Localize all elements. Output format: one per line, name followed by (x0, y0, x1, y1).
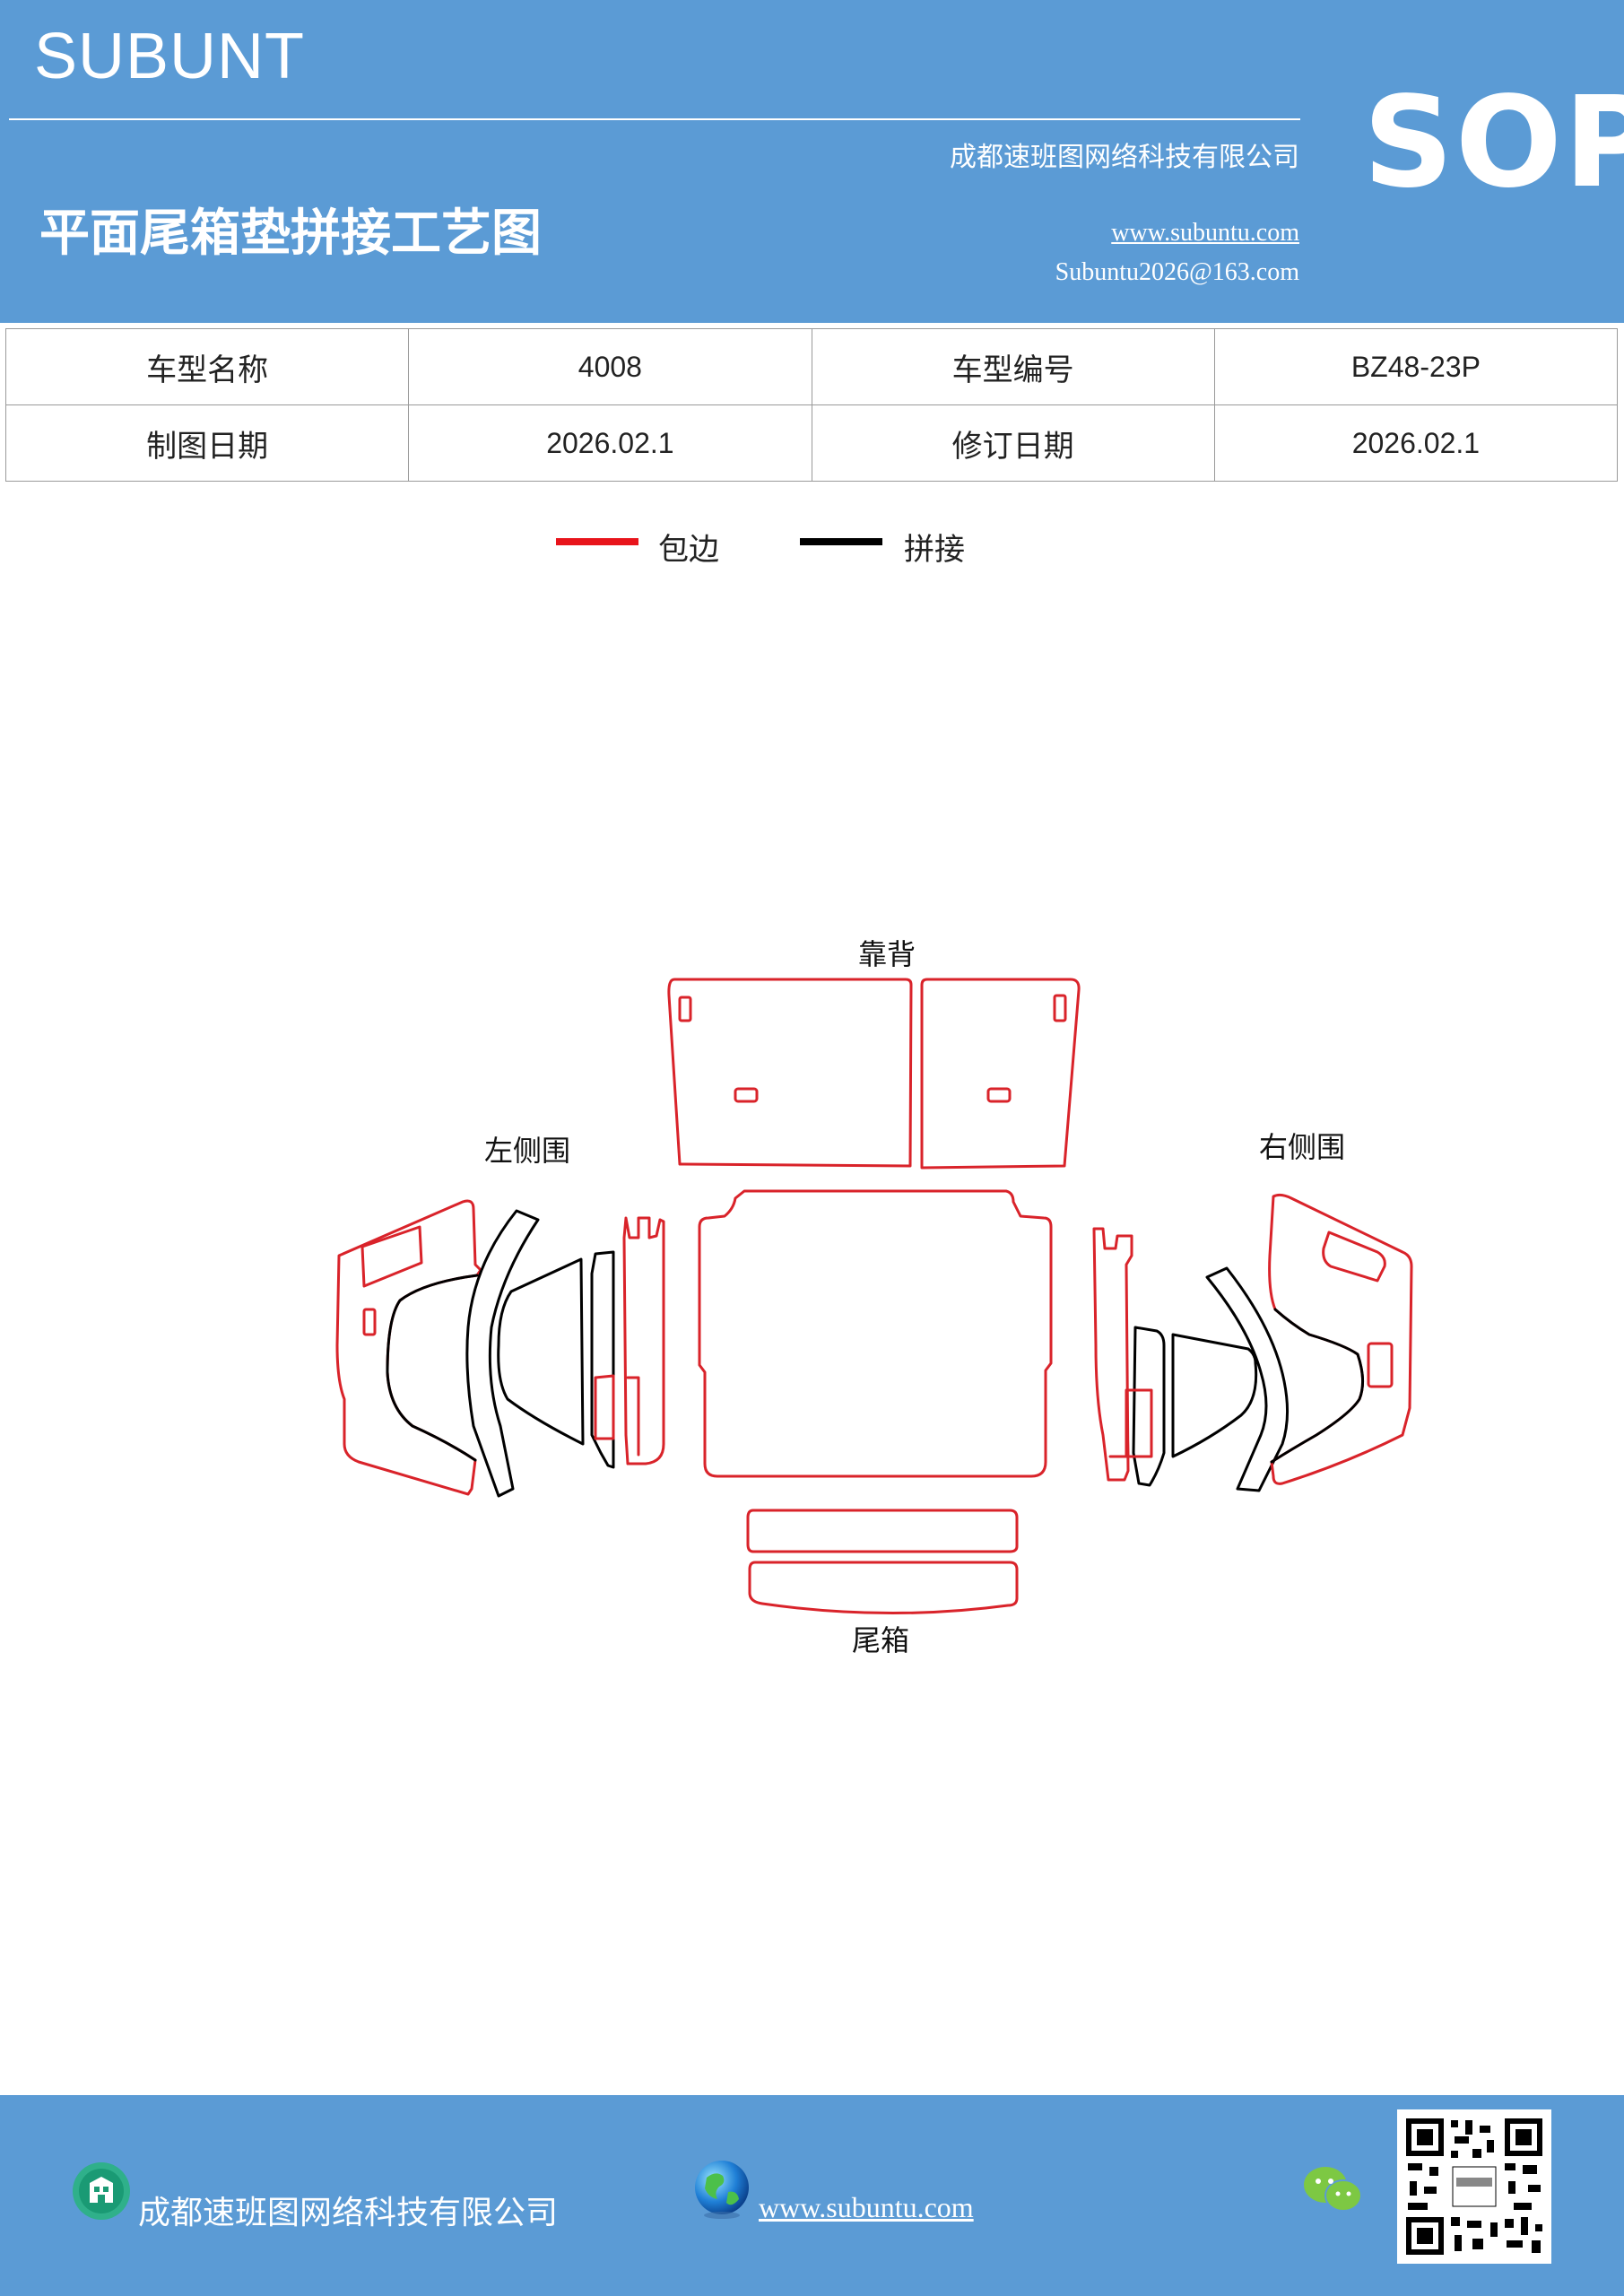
revise-date-label: 修订日期 (811, 404, 1215, 482)
draw-date-label: 制图日期 (4, 404, 410, 482)
wechat-icon[interactable] (1302, 2163, 1365, 2217)
trunk-strip-upper (746, 1509, 1019, 1553)
document-title: 平面尾箱垫拼接工艺图 (39, 204, 542, 263)
building-icon (73, 2162, 130, 2220)
left-side-triangle-piece (497, 1257, 585, 1446)
header-divider (9, 118, 1300, 120)
company-name: 成都速班图网络科技有限公司 (950, 142, 1299, 173)
sop-badge: SOP (1363, 70, 1624, 216)
revise-date-value: 2026.02.1 (1213, 404, 1619, 482)
table-row: 制图日期 2026.02.1 修订日期 2026.02.1 (4, 404, 1619, 482)
right-side-label: 右侧围 (1259, 1130, 1345, 1164)
model-code-value: BZ48-23P (1213, 328, 1619, 405)
globe-icon (695, 2161, 749, 2219)
footer-website-link[interactable]: www.subuntu.com (759, 2191, 974, 2223)
email-address: Subuntu2026@163.com (1055, 258, 1299, 286)
qr-code (1397, 2109, 1551, 2264)
info-table: 车型名称 4008 车型编号 BZ48-23P 制图日期 2026.02.1 修… (4, 328, 1619, 482)
right-side-curved-piece (1205, 1266, 1290, 1492)
floor-main-piece (698, 1189, 1053, 1478)
backrest-left-piece (667, 978, 913, 1168)
trunk-strip-lower (748, 1561, 1019, 1615)
left-side-pillar-piece (622, 1216, 665, 1465)
legend-edge-swatch (556, 538, 638, 545)
right-side-pillar-piece (1092, 1227, 1133, 1482)
trunk-label: 尾箱 (852, 1623, 909, 1657)
right-side-strip-piece (1125, 1326, 1166, 1487)
brand-name: SUBUNT (34, 21, 306, 92)
backrest-right-piece (920, 978, 1081, 1170)
right-side-outer-piece (1268, 1193, 1413, 1485)
legend-seam-swatch (800, 538, 882, 545)
header-banner: SUBUNT 成都速班图网络科技有限公司 平面尾箱垫拼接工艺图 www.subu… (0, 0, 1624, 323)
footer-company-name: 成都速班图网络科技有限公司 (138, 2195, 559, 2231)
draw-date-value: 2026.02.1 (408, 404, 812, 482)
website-link[interactable]: www.subuntu.com (1111, 219, 1299, 247)
right-side-triangle-piece (1171, 1333, 1258, 1458)
table-row: 车型名称 4008 车型编号 BZ48-23P (4, 328, 1619, 405)
left-side-label: 左侧围 (484, 1134, 570, 1168)
left-side-strip-piece (590, 1250, 615, 1469)
legend: 包边 拼接 (0, 525, 1624, 570)
model-name-value: 4008 (408, 328, 812, 405)
model-name-label: 车型名称 (4, 328, 410, 405)
legend-edge-label: 包边 (658, 532, 719, 568)
model-code-label: 车型编号 (811, 328, 1215, 405)
backrest-label: 靠背 (858, 937, 916, 971)
left-side-curved-piece (465, 1209, 540, 1498)
left-side-outer-piece (335, 1199, 482, 1496)
legend-seam-label: 拼接 (904, 532, 965, 568)
